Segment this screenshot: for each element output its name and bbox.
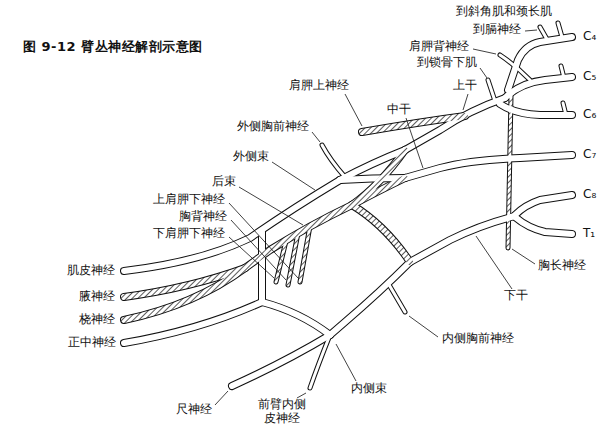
nerve-root xyxy=(515,217,572,234)
nerve-label: 肩胛上神经 xyxy=(288,79,350,93)
nerve-branch xyxy=(388,283,405,312)
nerve xyxy=(124,302,262,343)
leader-line xyxy=(409,316,438,337)
nerve-label: 后束 xyxy=(211,175,237,189)
nerve xyxy=(262,302,330,335)
leader-lines xyxy=(215,30,537,405)
leader-line xyxy=(215,391,228,405)
nerve-cord xyxy=(330,262,410,335)
nerve-label: 内侧胸前神经 xyxy=(441,332,515,346)
nerve-root xyxy=(515,195,572,215)
hatched-nerve-fill xyxy=(124,116,465,320)
nerve-branch xyxy=(558,23,562,37)
leader-line xyxy=(312,132,320,142)
nerve-label: 前臂内侧皮神经 xyxy=(255,398,309,426)
nerve xyxy=(124,268,245,320)
leader-line xyxy=(512,249,535,264)
leader-line xyxy=(406,118,423,168)
nerve-division xyxy=(352,178,405,205)
nerve-label: 到斜角肌和颈长肌 xyxy=(455,5,553,19)
leader-line xyxy=(231,220,286,280)
nerve-root xyxy=(515,195,572,215)
leader-line xyxy=(463,94,468,110)
nerve-label: 胸长神经 xyxy=(537,259,587,273)
nerve-root xyxy=(505,77,572,98)
nerve-label: 尺神经 xyxy=(175,403,213,417)
nerve-label: 肌皮神经 xyxy=(66,264,116,278)
nerve-division xyxy=(352,205,410,262)
nerve-label: 腋神经 xyxy=(78,290,116,304)
nerve xyxy=(124,302,262,343)
nerve-cord xyxy=(245,205,352,268)
nerve-branch xyxy=(322,145,345,177)
nerve-root xyxy=(405,155,572,178)
nerve-label: 外侧束 xyxy=(232,150,270,164)
nerve-branch xyxy=(558,23,562,37)
leader-line xyxy=(336,344,356,381)
leader-line xyxy=(272,162,315,190)
nerve-label: 正中神经 xyxy=(67,336,117,350)
root-label: T₁ xyxy=(582,227,596,241)
leader-line xyxy=(476,236,512,289)
nerve-branch xyxy=(508,96,511,248)
nerve-label: 桡神经 xyxy=(78,313,116,327)
nerve-branch xyxy=(388,283,405,312)
nerve-cord xyxy=(330,262,410,335)
root-label: C₄ xyxy=(582,30,597,44)
nerve-outline xyxy=(124,37,572,386)
nerve-label: 上肩胛下神经 xyxy=(152,193,226,207)
nerve-label: 到锁骨下肌 xyxy=(416,56,478,70)
nerve-root xyxy=(515,217,572,234)
leader-line xyxy=(239,187,303,225)
nerve-label: 上干 xyxy=(452,79,478,93)
leader-line xyxy=(345,94,362,126)
nerve-label: 胸背神经 xyxy=(178,210,228,224)
nerve-trunk xyxy=(410,216,515,262)
nerve-division xyxy=(352,150,405,205)
nerve-root xyxy=(505,77,572,98)
nerve-root xyxy=(405,155,572,178)
leader-line xyxy=(480,68,487,78)
nerve-fill xyxy=(124,37,572,386)
nerve-root xyxy=(500,104,572,115)
root-label: C₇ xyxy=(582,148,597,162)
nerve-branch xyxy=(322,145,345,177)
nerve xyxy=(362,116,465,132)
nerve xyxy=(232,335,330,386)
nerve-division xyxy=(352,205,410,262)
nerve-label: 中干 xyxy=(386,103,412,117)
leader-line xyxy=(525,30,537,31)
leader-line xyxy=(229,237,274,278)
nerve-label: 到膈神经 xyxy=(472,23,522,37)
nerve-branch xyxy=(508,96,511,248)
root-label: C₅ xyxy=(582,70,597,84)
nerve-trunk xyxy=(410,216,515,262)
nerve-label: 下肩胛下神经 xyxy=(152,227,226,241)
figure-title: 图 9-12 臂丛神经解剖示意图 xyxy=(22,38,204,56)
root-label: C₆ xyxy=(582,108,597,122)
nerve-label: 外侧胸前神经 xyxy=(236,120,310,134)
nerve-label: 下干 xyxy=(503,289,529,303)
nerve-label: 肩胛背神经 xyxy=(408,40,470,54)
leader-line xyxy=(473,49,496,54)
root-label: C₈ xyxy=(582,188,597,202)
nerve xyxy=(262,302,330,335)
nerve-branch xyxy=(488,80,495,101)
nerve xyxy=(232,335,330,386)
nerve-branch xyxy=(488,80,495,101)
leader-line xyxy=(229,203,298,278)
nerve-label: 内侧束 xyxy=(350,382,388,396)
